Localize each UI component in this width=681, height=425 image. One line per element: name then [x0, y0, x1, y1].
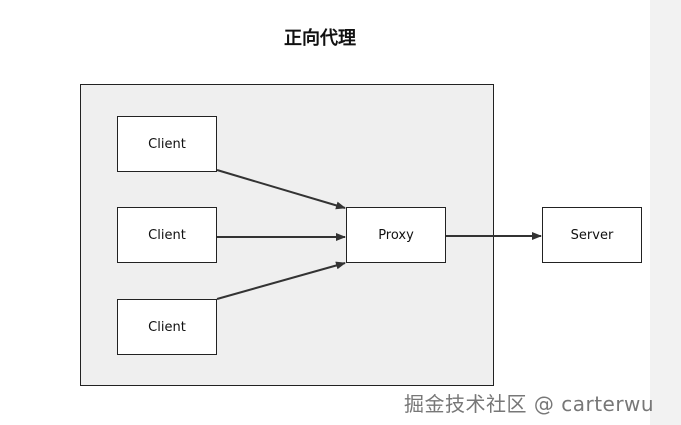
client-node-2: Client — [117, 207, 217, 263]
diagram-title: 正向代理 — [284, 28, 356, 49]
proxy-node: Proxy — [346, 207, 446, 263]
watermark-text: 掘金技术社区 @ carterwu — [404, 392, 655, 416]
page-edge-strip — [650, 0, 681, 425]
server-node: Server — [542, 207, 642, 263]
client-node-3: Client — [117, 299, 217, 355]
client-node-1: Client — [117, 116, 217, 172]
